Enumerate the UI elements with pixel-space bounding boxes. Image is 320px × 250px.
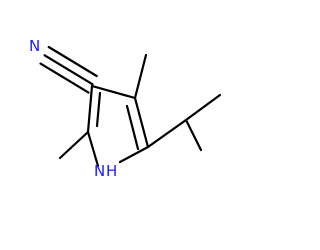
molecule-structure: N N H: [29, 37, 222, 180]
bond-c5-n1: [118, 145, 150, 164]
bond-c2-c3: [86, 84, 94, 134]
bond-c4-methyl: [133, 53, 148, 100]
bond-c2-methyl: [58, 130, 90, 160]
bond-isopropyl-methyl-b: [184, 118, 203, 152]
bond-c4-c5: [133, 96, 150, 149]
bond-c4-c5-inner: [125, 104, 140, 151]
bond-c5-isopropyl: [146, 118, 188, 149]
substituents: [58, 53, 222, 160]
bond-c3-c4: [90, 84, 137, 100]
bond-c2-c3-inner: [95, 91, 102, 128]
pyrrole-ring: [86, 84, 150, 168]
bond-isopropyl-methyl-a: [184, 93, 222, 122]
bond-n1-c2: [86, 130, 100, 168]
nitrile-nitrogen-label: N: [29, 37, 40, 55]
ring-hydrogen-label: H: [106, 162, 117, 180]
nitrile-triple-bond: [39, 45, 98, 94]
ring-nitrogen-label: N: [94, 162, 105, 180]
